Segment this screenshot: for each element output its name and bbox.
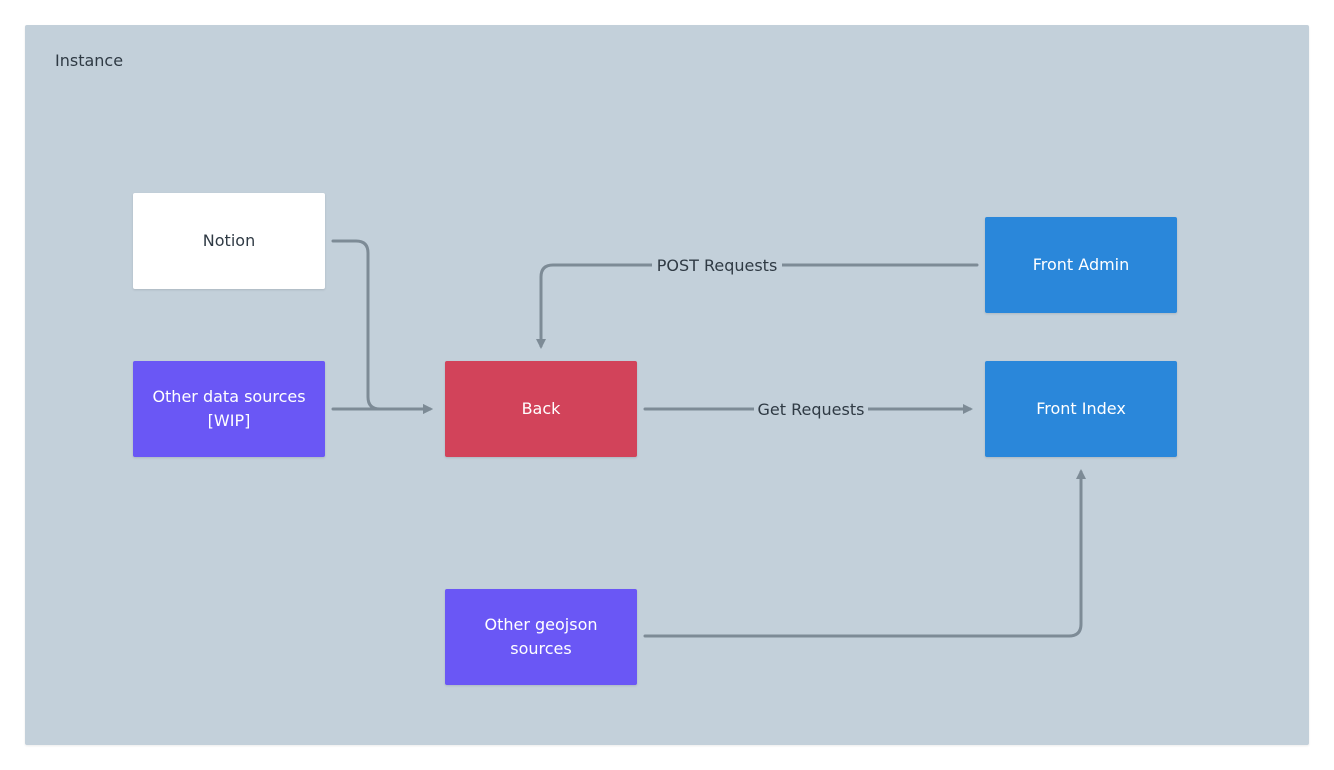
node-front-index[interactable]: Front Index [985, 361, 1177, 457]
node-back-label: Back [521, 399, 561, 418]
node-front-admin[interactable]: Front Admin [985, 217, 1177, 313]
node-back[interactable]: Back [445, 361, 637, 457]
edge-label-post-requests: POST Requests [657, 256, 778, 275]
node-other-data-sources-line-1: Other data sources [152, 387, 306, 406]
edge-label-bg-get [754, 397, 868, 421]
node-other-geojson-sources-line-1: Other geojson [484, 615, 598, 634]
node-other-data-sources[interactable]: Other data sources [WIP] [133, 361, 325, 457]
edge-notion-to-back [331, 239, 433, 414]
node-notion[interactable]: Notion [133, 193, 325, 289]
node-front-admin-label: Front Admin [1032, 255, 1130, 274]
edge-front-admin-to-back [536, 263, 979, 349]
node-notion-label: Notion [202, 231, 256, 250]
edge-label-get-requests: Get Requests [758, 400, 865, 419]
node-front-index-label: Front Index [1036, 399, 1126, 418]
container-title: Instance [55, 51, 124, 70]
edge-geojson-to-front-index [643, 469, 1086, 638]
node-other-data-sources-line-2: [WIP] [207, 411, 251, 430]
node-other-geojson-sources[interactable]: Other geojson sources [445, 589, 637, 685]
edge-label-bg-post [652, 253, 782, 277]
node-other-geojson-sources-line-2: sources [510, 639, 572, 658]
